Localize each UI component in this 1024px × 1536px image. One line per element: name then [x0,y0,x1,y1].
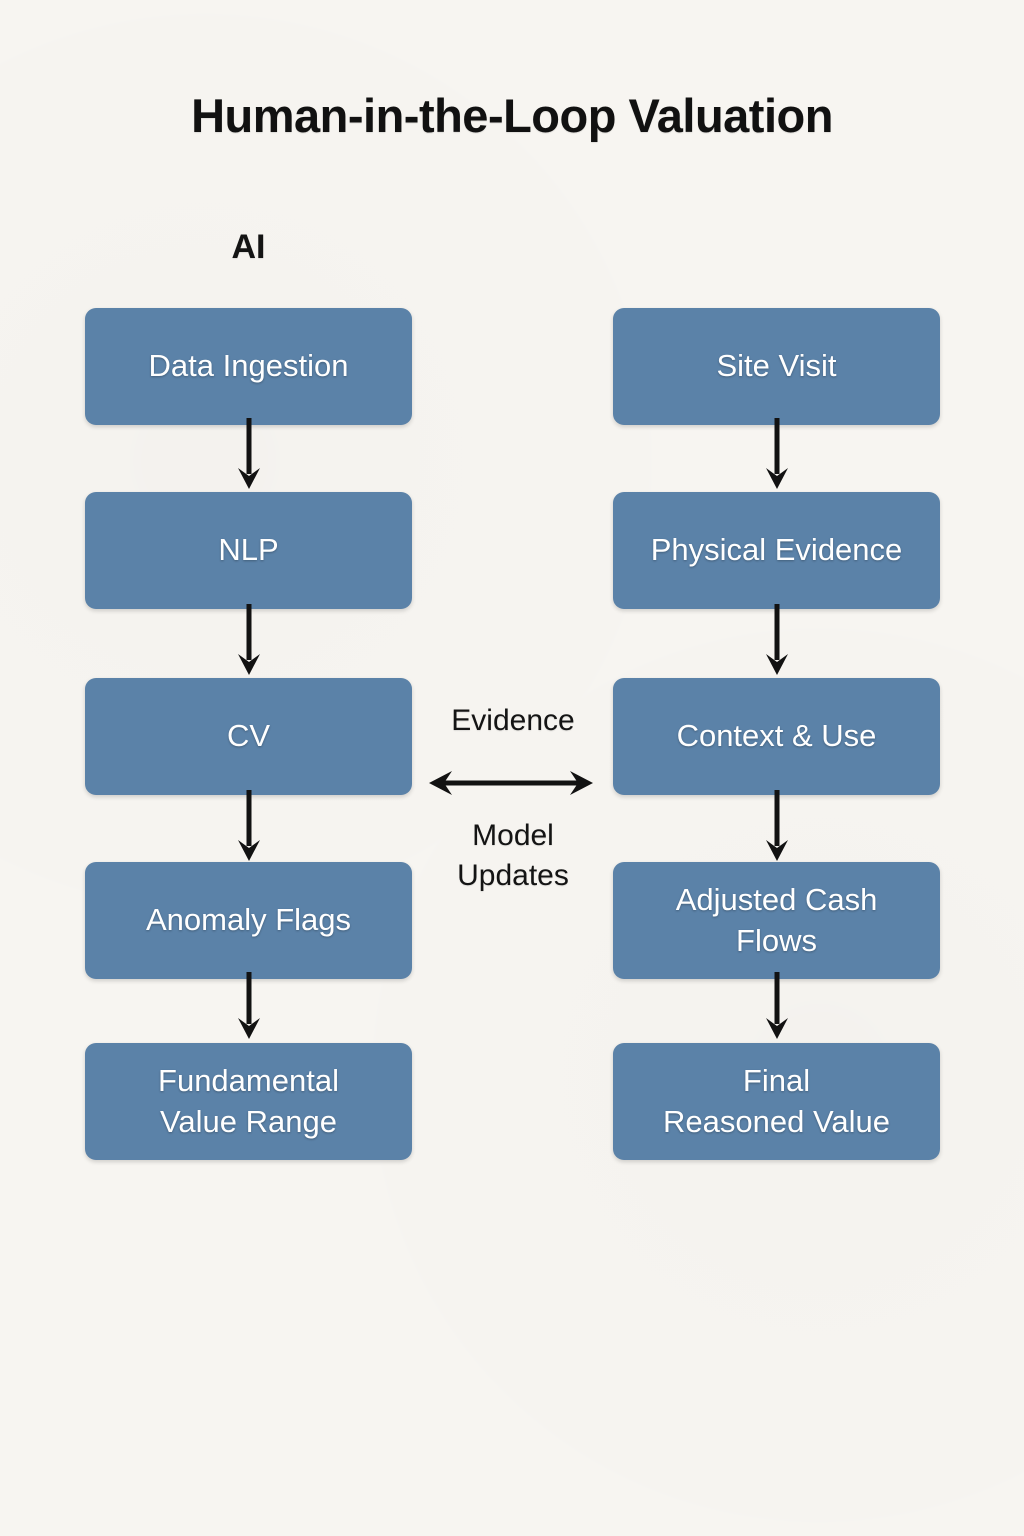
node-label: CV [226,718,271,754]
node-label: Anomaly Flags [145,902,352,938]
arrow-physical-evidence-to-context-and-use [764,604,790,676]
arrow-site-visit-to-physical-evidence [764,418,790,490]
node-anomaly-flags[interactable]: Anomaly Flags [85,862,412,979]
bidirectional-arrow-icon [428,766,594,800]
node-label: Data Ingestion [148,348,349,384]
node-fundamental-value-range[interactable]: Fundamental Value Range [85,1043,412,1160]
node-site-visit[interactable]: Site Visit [613,308,940,425]
node-label: Site Visit [716,348,837,384]
arrow-context-and-use-to-adjusted-cash-flows [764,790,790,862]
node-label: Physical Evidence [650,532,903,568]
column-header-ai: AI [231,228,266,266]
node-data-ingestion[interactable]: Data Ingestion [85,308,412,425]
arrow-adjusted-cash-flows-to-final-reasoned-value [764,972,790,1040]
arrow-nlp-to-cv [236,604,262,676]
node-final-reasoned-value[interactable]: Final Reasoned Value [613,1043,940,1160]
arrow-anomaly-flags-to-fundamental-value-range [236,972,262,1040]
node-context-and-use[interactable]: Context & Use [613,678,940,795]
node-physical-evidence[interactable]: Physical Evidence [613,492,940,609]
node-label: NLP [218,532,279,568]
arrow-cv-to-anomaly-flags [236,790,262,862]
node-nlp[interactable]: NLP [85,492,412,609]
node-label: Adjusted Cash Flows [675,882,878,958]
node-adjusted-cash-flows[interactable]: Adjusted Cash Flows [613,862,940,979]
node-label: Final Reasoned Value [663,1063,890,1139]
arrow-data-ingestion-to-nlp [236,418,262,490]
model-updates-label: Model Updates [457,819,569,893]
page-title: Human-in-the-Loop Valuation [191,89,833,142]
node-label: Fundamental Value Range [158,1063,339,1139]
evidence-label: Evidence [451,704,575,737]
node-cv[interactable]: CV [85,678,412,795]
node-label: Context & Use [676,718,877,754]
